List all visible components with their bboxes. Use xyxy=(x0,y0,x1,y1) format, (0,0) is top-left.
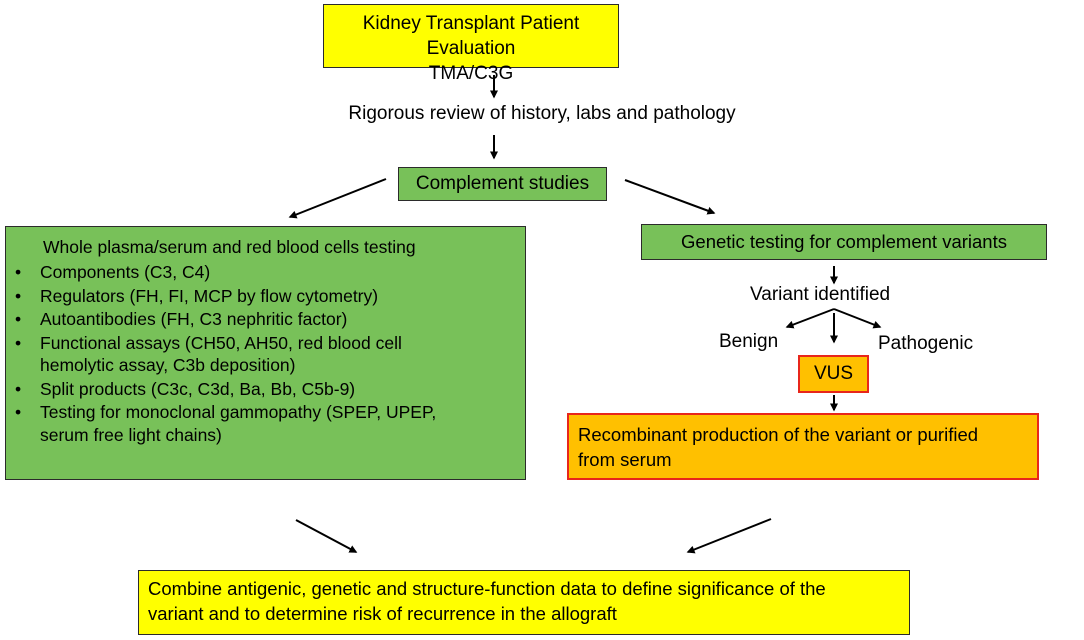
arrow-complement-to-genetic xyxy=(624,179,716,215)
vus-box: VUS xyxy=(798,355,869,393)
list-item-text: Components (C3, C4) xyxy=(40,262,211,282)
arrow-variant-to-benign xyxy=(785,308,835,329)
plasma-testing-box: Whole plasma/serum and red blood cells t… xyxy=(5,226,526,480)
list-item-continuation: serum free light chains) xyxy=(40,424,222,445)
combine-data-box: Combine antigenic, genetic and structure… xyxy=(138,570,910,635)
complement-studies-box: Complement studies xyxy=(398,167,607,201)
plasma-testing-title: Whole plasma/serum and red blood cells t… xyxy=(43,237,416,257)
title-line-1: Kidney Transplant Patient Evaluation xyxy=(362,13,580,59)
arrow-variant-to-pathogenic xyxy=(833,308,882,329)
list-item: Split products (C3c, C3d, Ba, Bb, C5b-9) xyxy=(6,378,436,401)
combine-line-2: variant and to determine risk of recurre… xyxy=(148,603,617,624)
title-line-2: TMA/C3G xyxy=(428,63,514,84)
genetic-testing-box: Genetic testing for complement variants xyxy=(641,224,1047,260)
review-label: Rigorous review of history, labs and pat… xyxy=(348,103,736,124)
title-box: Kidney Transplant Patient Evaluation TMA… xyxy=(323,4,619,84)
list-item: Autoantibodies (FH, C3 nephritic factor) xyxy=(6,308,436,331)
list-item-text: Autoantibodies (FH, C3 nephritic factor) xyxy=(40,309,348,329)
variant-identified-label: Variant identified xyxy=(750,284,891,305)
list-item-text: Split products (C3c, C3d, Ba, Bb, C5b-9) xyxy=(40,378,356,399)
list-item: Functional assays (CH50, AH50, red blood… xyxy=(6,332,436,377)
arrow-plasma-to-combine xyxy=(295,519,358,553)
list-item-text: Regulators (FH, FI, MCP by flow cytometr… xyxy=(40,285,379,306)
recombinant-production-box: Recombinant production of the variant or… xyxy=(567,413,1039,480)
recombinant-line-1: Recombinant production of the variant or… xyxy=(578,424,979,445)
arrow-recombinant-to-combine xyxy=(686,518,772,554)
combine-line-1: Combine antigenic, genetic and structure… xyxy=(148,578,826,599)
list-item-text: Testing for monoclonal gammopathy (SPEP,… xyxy=(40,402,437,422)
plasma-testing-list: Components (C3, C4) Regulators (FH, FI, … xyxy=(6,261,436,447)
list-item-continuation: hemolytic assay, C3b deposition) xyxy=(40,355,296,375)
list-item: Regulators (FH, FI, MCP by flow cytometr… xyxy=(6,285,436,308)
list-item-text: Functional assays (CH50, AH50, red blood… xyxy=(40,332,402,353)
arrow-complement-to-plasma xyxy=(288,178,387,219)
benign-label: Benign xyxy=(719,331,779,352)
list-item: Testing for monoclonal gammopathy (SPEP,… xyxy=(6,401,436,446)
list-item: Components (C3, C4) xyxy=(6,261,436,284)
pathogenic-label: Pathogenic xyxy=(878,333,974,354)
recombinant-line-2: from serum xyxy=(578,449,672,470)
